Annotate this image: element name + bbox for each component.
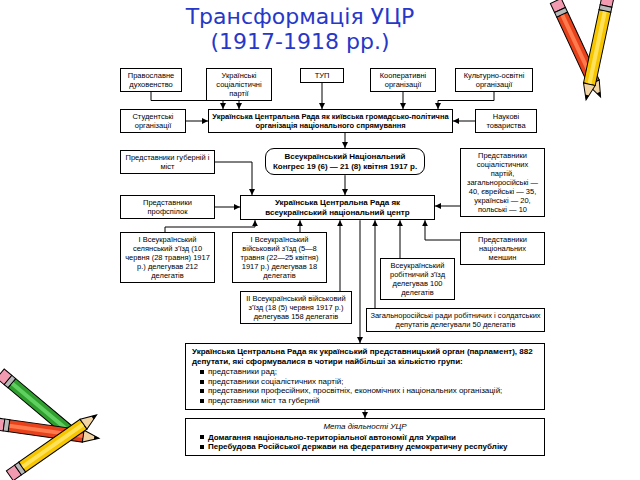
box-text: Кооперативні організації [374, 71, 432, 89]
box-text: I Всеукраїнський військовий з'їзд (5—8 т… [236, 235, 323, 280]
arrow-connector [453, 121, 475, 122]
box-text: Представники соціалістичних партій, зага… [464, 151, 541, 214]
box-text: Культурно-освітні організації [459, 71, 529, 89]
box-text: ТУП [304, 71, 340, 80]
box-text: Мета діяльності УЦР [192, 422, 538, 432]
box-text: Православне духовенство [124, 71, 178, 89]
box-text: Наукові товариства [479, 112, 533, 130]
org-box: Українська Центральна Рада як всеукраїнс… [240, 195, 435, 220]
org-box: I Всеукраїнський селянський з'їзд (10 че… [120, 232, 215, 283]
arrow-connector [345, 133, 346, 148]
org-box: Представники соціалістичних партій, зага… [460, 148, 545, 217]
box-text: Загальноросійські ради робітничих і солд… [370, 311, 541, 329]
arrow-connector [400, 220, 401, 258]
arrow-connector [403, 92, 404, 109]
box-text: Всеукраїнський Національний Конгрес 19 (… [271, 152, 419, 171]
arrow-connector [215, 207, 240, 208]
box-text: Представники національних меншин [464, 235, 541, 262]
arrow-connector [165, 220, 255, 232]
arrow-connector [340, 220, 341, 291]
box-text: представники рад; [192, 367, 538, 377]
org-box: Культурно-освітні організації [455, 68, 533, 92]
org-box: Представники губерній і міст [120, 150, 215, 174]
box-text: представники міст та губерній [192, 396, 538, 406]
arrow-connector [345, 175, 346, 195]
box-text: Українські соціалістичні партії [210, 71, 268, 98]
arrow-connector [239, 101, 240, 109]
box-text: представники соціалістичних партій; [192, 377, 538, 387]
org-box: Православне духовенство [120, 68, 182, 92]
org-box: Українська Центральна Рада як українськи… [185, 343, 545, 410]
box-text: II Всеукраїнський військовий з'їзд (18 (… [244, 294, 348, 321]
box-text: представники професійних, просвітніх, ек… [192, 386, 538, 396]
box-text: Домагання національно-територіальної авт… [192, 433, 538, 443]
org-box: Загальноросійські ради робітничих і солд… [366, 308, 545, 332]
arrow-connector [186, 121, 208, 122]
box-text: Українська Центральна Рада як українськи… [192, 347, 538, 366]
org-box: II Всеукраїнський військовий з'їзд (18 (… [240, 291, 352, 324]
org-box: I Всеукраїнський військовий з'їзд (5—8 т… [232, 232, 327, 283]
org-box: Представники профспілок [120, 195, 215, 219]
org-box: Мета діяльності УЦРДомагання національно… [185, 418, 545, 456]
org-box: Українські соціалістичні партії [206, 68, 272, 101]
org-box: Наукові товариства [475, 109, 537, 133]
org-box: Представники національних меншин [460, 232, 545, 265]
arrow-connector [435, 206, 460, 207]
pencil [6, 410, 100, 480]
box-text: Перебудова Російської держави на федерат… [192, 442, 538, 452]
arrow-connector [322, 83, 323, 109]
box-text: Студентські організації [124, 112, 182, 130]
org-box: Всеукраїнський робітничий з'їзд делегува… [380, 258, 455, 300]
org-box: Студентські організації [120, 109, 186, 133]
arrow-connector [375, 220, 376, 308]
box-text: Представники губерній і міст [124, 153, 211, 171]
box-text: I Всеукраїнський селянський з'їзд (10 че… [124, 235, 211, 280]
arrow-connector [360, 220, 361, 343]
org-box: Всеукраїнський Національний Конгрес 19 (… [265, 148, 425, 175]
org-box: Кооперативні організації [370, 68, 436, 92]
page-title: Трансформація УЦР (1917-1918 рр.) [170, 4, 430, 55]
arrow-connector [425, 220, 460, 240]
box-text: Українська Центральна Рада як всеукраїнс… [244, 198, 431, 217]
box-text: Українська Центральна Рада як київська г… [212, 112, 449, 130]
box-text: Всеукраїнський робітничий з'їзд делегува… [384, 261, 451, 297]
arrow-connector [215, 162, 252, 195]
arrow-connector [438, 92, 494, 109]
arrow-connector [300, 220, 301, 232]
arrow-connector [365, 410, 366, 418]
org-box: ТУП [300, 68, 344, 83]
box-text: Представники профспілок [124, 198, 211, 216]
org-box: Українська Центральна Рада як київська г… [208, 109, 453, 133]
pencil [580, 0, 614, 101]
